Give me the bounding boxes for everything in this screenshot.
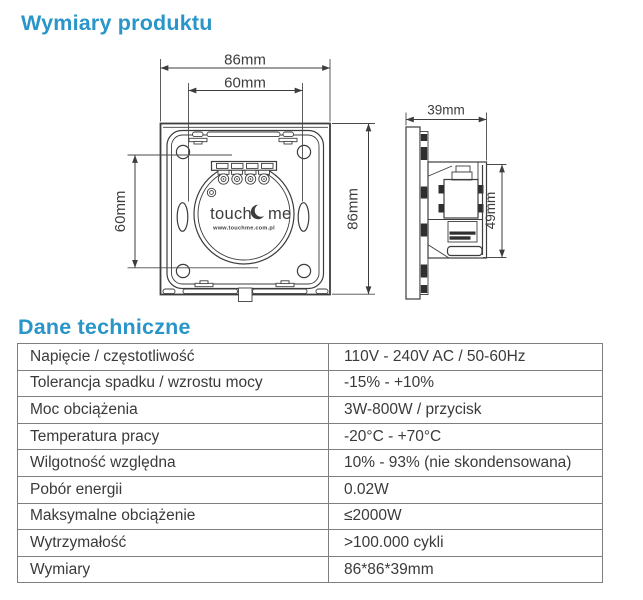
- spec-row-consumption: Pobór energii 0.02W: [17, 475, 603, 504]
- dim-label-height-inner: 60mm: [112, 191, 129, 233]
- spec-label: Maksymalne obciążenie: [17, 502, 329, 531]
- spec-row-dimensions: Wymiary 86*86*39mm: [17, 555, 603, 584]
- side-dimension-lines: 39mm 49mm: [405, 103, 507, 258]
- bottom-notch: [238, 287, 253, 302]
- dim-label-body-height: 49mm: [483, 192, 498, 230]
- front-view: touch me www.touchme.com.pl: [159, 122, 331, 302]
- spec-row-durability: Wytrzymałość >100.000 cykli: [17, 529, 603, 557]
- technical-data-table: Napięcie / częstotliwość 110V - 240V AC …: [17, 343, 603, 584]
- spec-label: Wymiary: [17, 555, 329, 584]
- spec-label: Tolerancja spadku / wzrostu mocy: [17, 369, 329, 398]
- spec-value: ≤2000W: [328, 502, 603, 531]
- spec-value: >100.000 cykli: [328, 529, 603, 557]
- logo-text-touch: touch: [210, 205, 252, 223]
- front-dimension-lines: 86mm 60mm 60mm 86mm: [112, 52, 375, 295]
- spec-row-load-power: Moc obciążenia 3W-800W / przycisk: [17, 396, 603, 424]
- spec-row-temperature: Temperatura pracy -20°C - +70°C: [17, 422, 603, 451]
- mounting-slot-left: [176, 202, 189, 232]
- spec-label: Temperatura pracy: [17, 422, 329, 451]
- logo-text-me: me: [268, 205, 292, 223]
- spec-row-voltage: Napięcie / częstotliwość 110V - 240V AC …: [17, 343, 603, 371]
- dim-label-height-outer: 86mm: [345, 188, 362, 230]
- section-title-dimensions: Wymiary produktu: [21, 11, 213, 35]
- spec-label: Wilgotność względna: [17, 449, 329, 477]
- spec-value: -20°C - +70°C: [328, 422, 603, 451]
- spec-value: 110V - 240V AC / 50-60Hz: [328, 343, 603, 371]
- spec-row-humidity: Wilgotność względna 10% - 93% (nie skond…: [17, 449, 603, 477]
- section-title-technical: Dane techniczne: [18, 315, 191, 339]
- spec-value: 10% - 93% (nie skondensowana): [328, 449, 603, 477]
- product-dimensions-diagram: touch me www.touchme.com.pl 86mm 60mm 60…: [112, 52, 507, 302]
- screw-hole-top-left: [175, 144, 191, 160]
- spec-value: 3W-800W / przycisk: [328, 396, 603, 424]
- logo-url: www.touchme.com.pl: [212, 226, 275, 232]
- mounting-slot-right: [297, 202, 310, 232]
- touchme-logo: touch me www.touchme.com.pl: [210, 204, 292, 232]
- dim-label-width-outer: 86mm: [224, 52, 266, 69]
- screw-hole-bottom-left: [175, 263, 191, 279]
- dim-label-width-inner: 60mm: [224, 74, 266, 91]
- spec-label: Wytrzymałość: [17, 529, 329, 557]
- side-view: [405, 126, 488, 300]
- spec-row-tolerance: Tolerancja spadku / wzrostu mocy -15% - …: [17, 369, 603, 398]
- spec-value: -15% - +10%: [328, 369, 603, 398]
- spec-label: Moc obciążenia: [17, 396, 329, 424]
- spec-label: Napięcie / częstotliwość: [17, 343, 329, 371]
- spec-value: 86*86*39mm: [328, 555, 603, 584]
- glass-panel-side: [405, 126, 421, 300]
- screw-hole-top-right: [296, 144, 312, 160]
- dim-label-depth: 39mm: [427, 103, 465, 118]
- spec-label: Pobór energii: [17, 475, 329, 504]
- terminal-block: [210, 160, 278, 171]
- screw-hole-bottom-right: [296, 263, 312, 279]
- spec-row-max-load: Maksymalne obciążenie ≤2000W: [17, 502, 603, 531]
- terminal-screws: [206, 173, 270, 198]
- spec-value: 0.02W: [328, 475, 603, 504]
